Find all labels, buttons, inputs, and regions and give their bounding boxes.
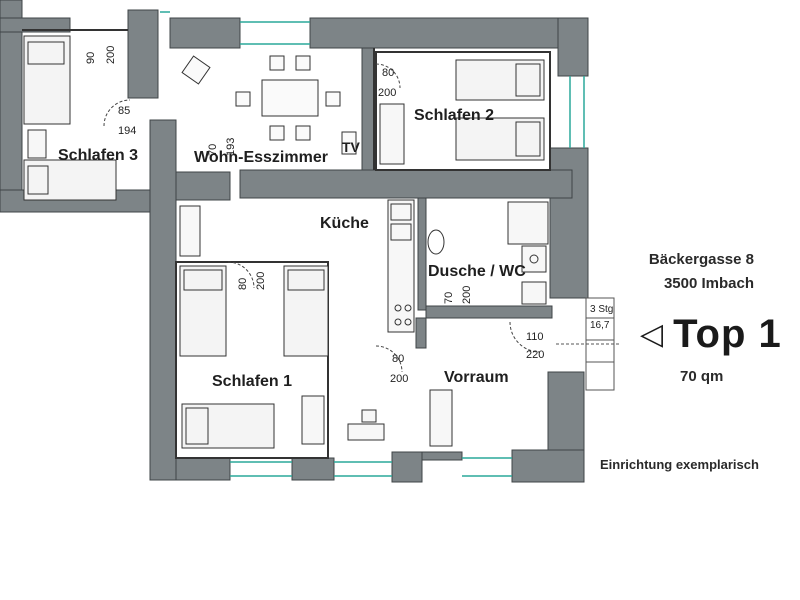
room-label-schlafen2: Schlafen 2 bbox=[414, 107, 494, 124]
door-dim-height: 200 bbox=[378, 87, 396, 99]
stairs bbox=[556, 297, 620, 391]
address-city: 3500 Imbach bbox=[663, 275, 754, 292]
door-dim-width: 110 bbox=[526, 331, 544, 343]
stairs-rise: 16,7 bbox=[590, 320, 610, 331]
door-dim-width: 80 bbox=[392, 353, 404, 365]
door-dim-height: 200 bbox=[461, 286, 473, 304]
door-dim-width: 80 bbox=[382, 67, 394, 79]
tv-label: TV bbox=[342, 139, 361, 155]
door-dim-height: 200 bbox=[105, 46, 117, 64]
door-dim-height: 200 bbox=[390, 373, 408, 385]
misc-furniture bbox=[27, 103, 453, 447]
unit-name: Top 1 bbox=[673, 312, 782, 356]
room-label-schlafen1: Schlafen 1 bbox=[212, 373, 292, 390]
door-dim-width: 90 bbox=[85, 52, 97, 64]
partitions bbox=[22, 29, 551, 459]
door-dim-height: 194 bbox=[118, 125, 136, 137]
door-dim-width: 80 bbox=[237, 278, 249, 290]
unit-area: 70 qm bbox=[680, 368, 724, 385]
stairs-count: 3 Stg bbox=[590, 304, 613, 315]
arrow-left-icon: ◁ bbox=[640, 317, 664, 351]
door-dim-height: 193 bbox=[225, 138, 237, 156]
room-label-wohn: Wohn-Esszimmer bbox=[194, 149, 328, 166]
dining-set bbox=[181, 55, 357, 155]
address-street: Bäckergasse 8 bbox=[648, 251, 754, 268]
beds bbox=[23, 35, 545, 449]
room-label-schlafen3: Schlafen 3 bbox=[58, 147, 138, 164]
door-swings bbox=[103, 63, 541, 373]
door-dim-height: 220 bbox=[526, 349, 544, 361]
room-label-dusche: Dusche / WC bbox=[428, 263, 526, 280]
door-dim-width: 85 bbox=[118, 105, 130, 117]
bathroom-fixtures bbox=[427, 201, 549, 305]
furnishing-note: Einrichtung exemplarisch bbox=[600, 457, 759, 472]
room-label-vorraum: Vorraum bbox=[444, 369, 509, 386]
room-label-kueche: Küche bbox=[320, 215, 369, 232]
unit-label: ◁ Top 1 bbox=[640, 312, 782, 357]
door-dim-height: 200 bbox=[255, 272, 267, 290]
door-dim-width: 70 bbox=[207, 144, 219, 156]
door-dim-width: 70 bbox=[443, 292, 455, 304]
walls bbox=[0, 0, 589, 483]
kitchen-counter bbox=[387, 199, 415, 333]
